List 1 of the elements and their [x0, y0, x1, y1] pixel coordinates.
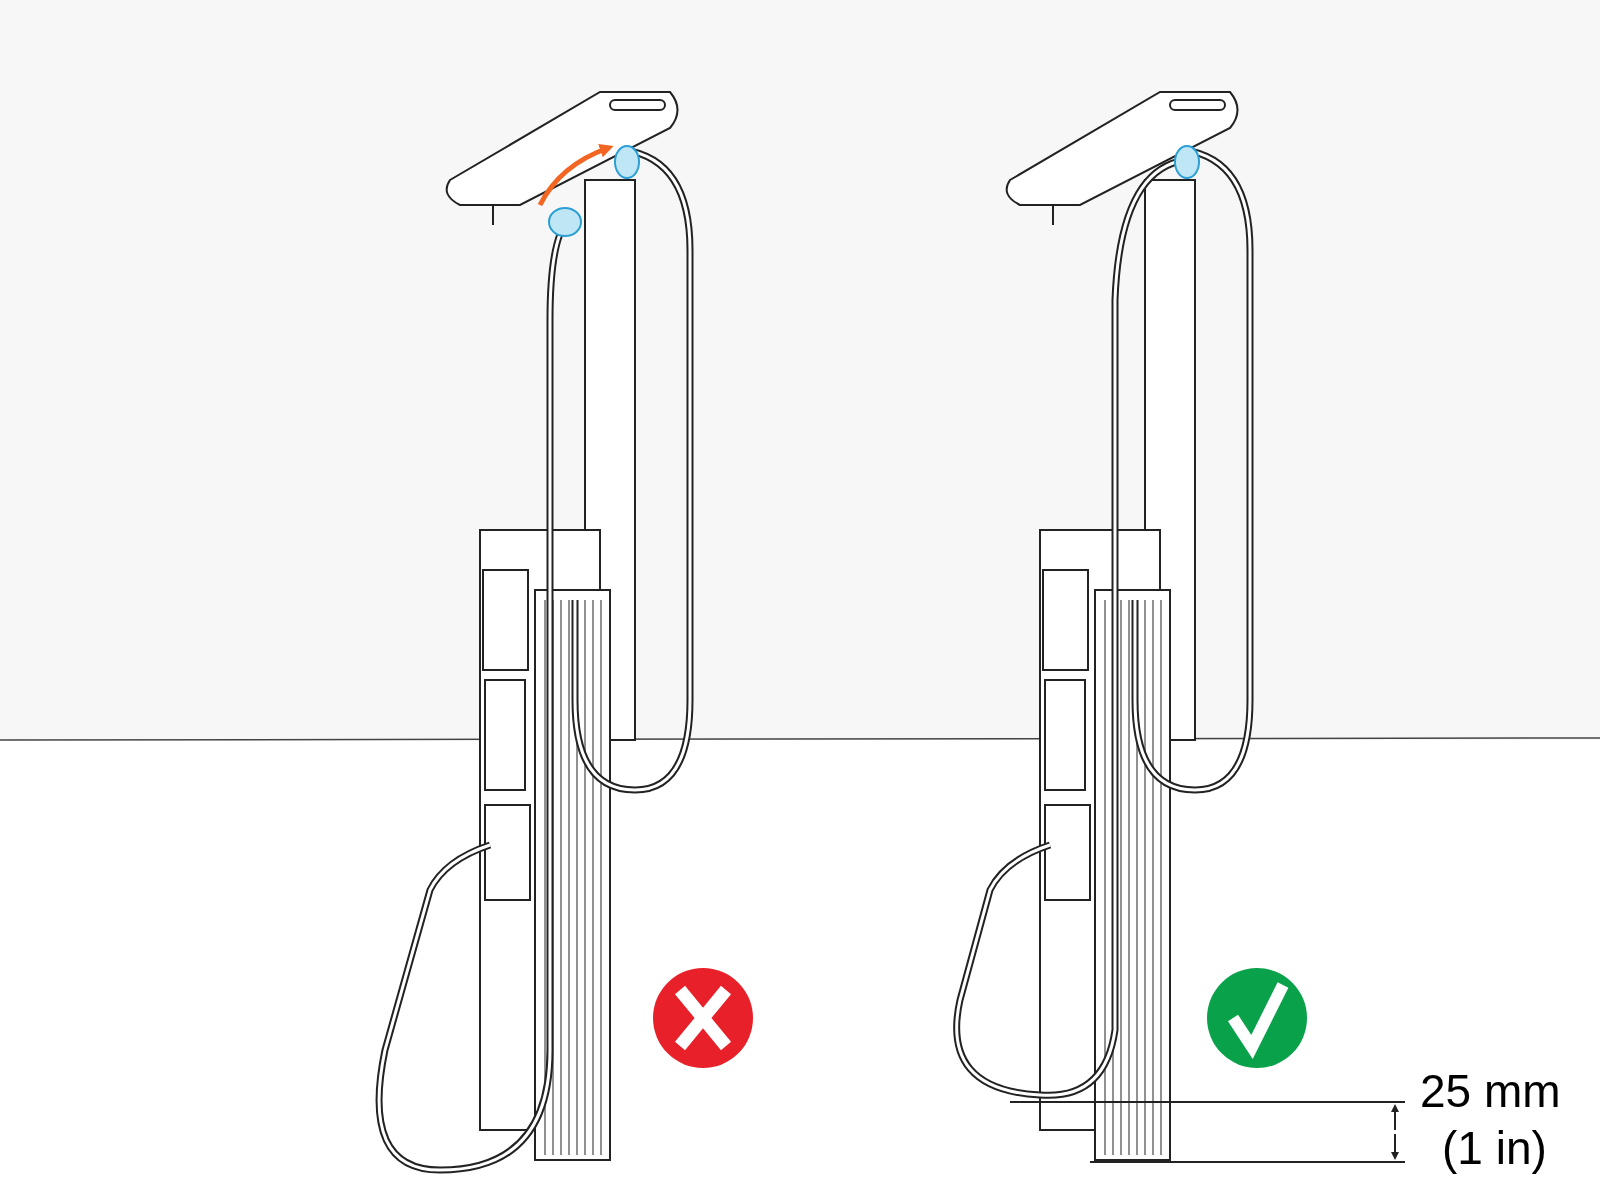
dimension-label: 25 mm	[1420, 1068, 1561, 1114]
